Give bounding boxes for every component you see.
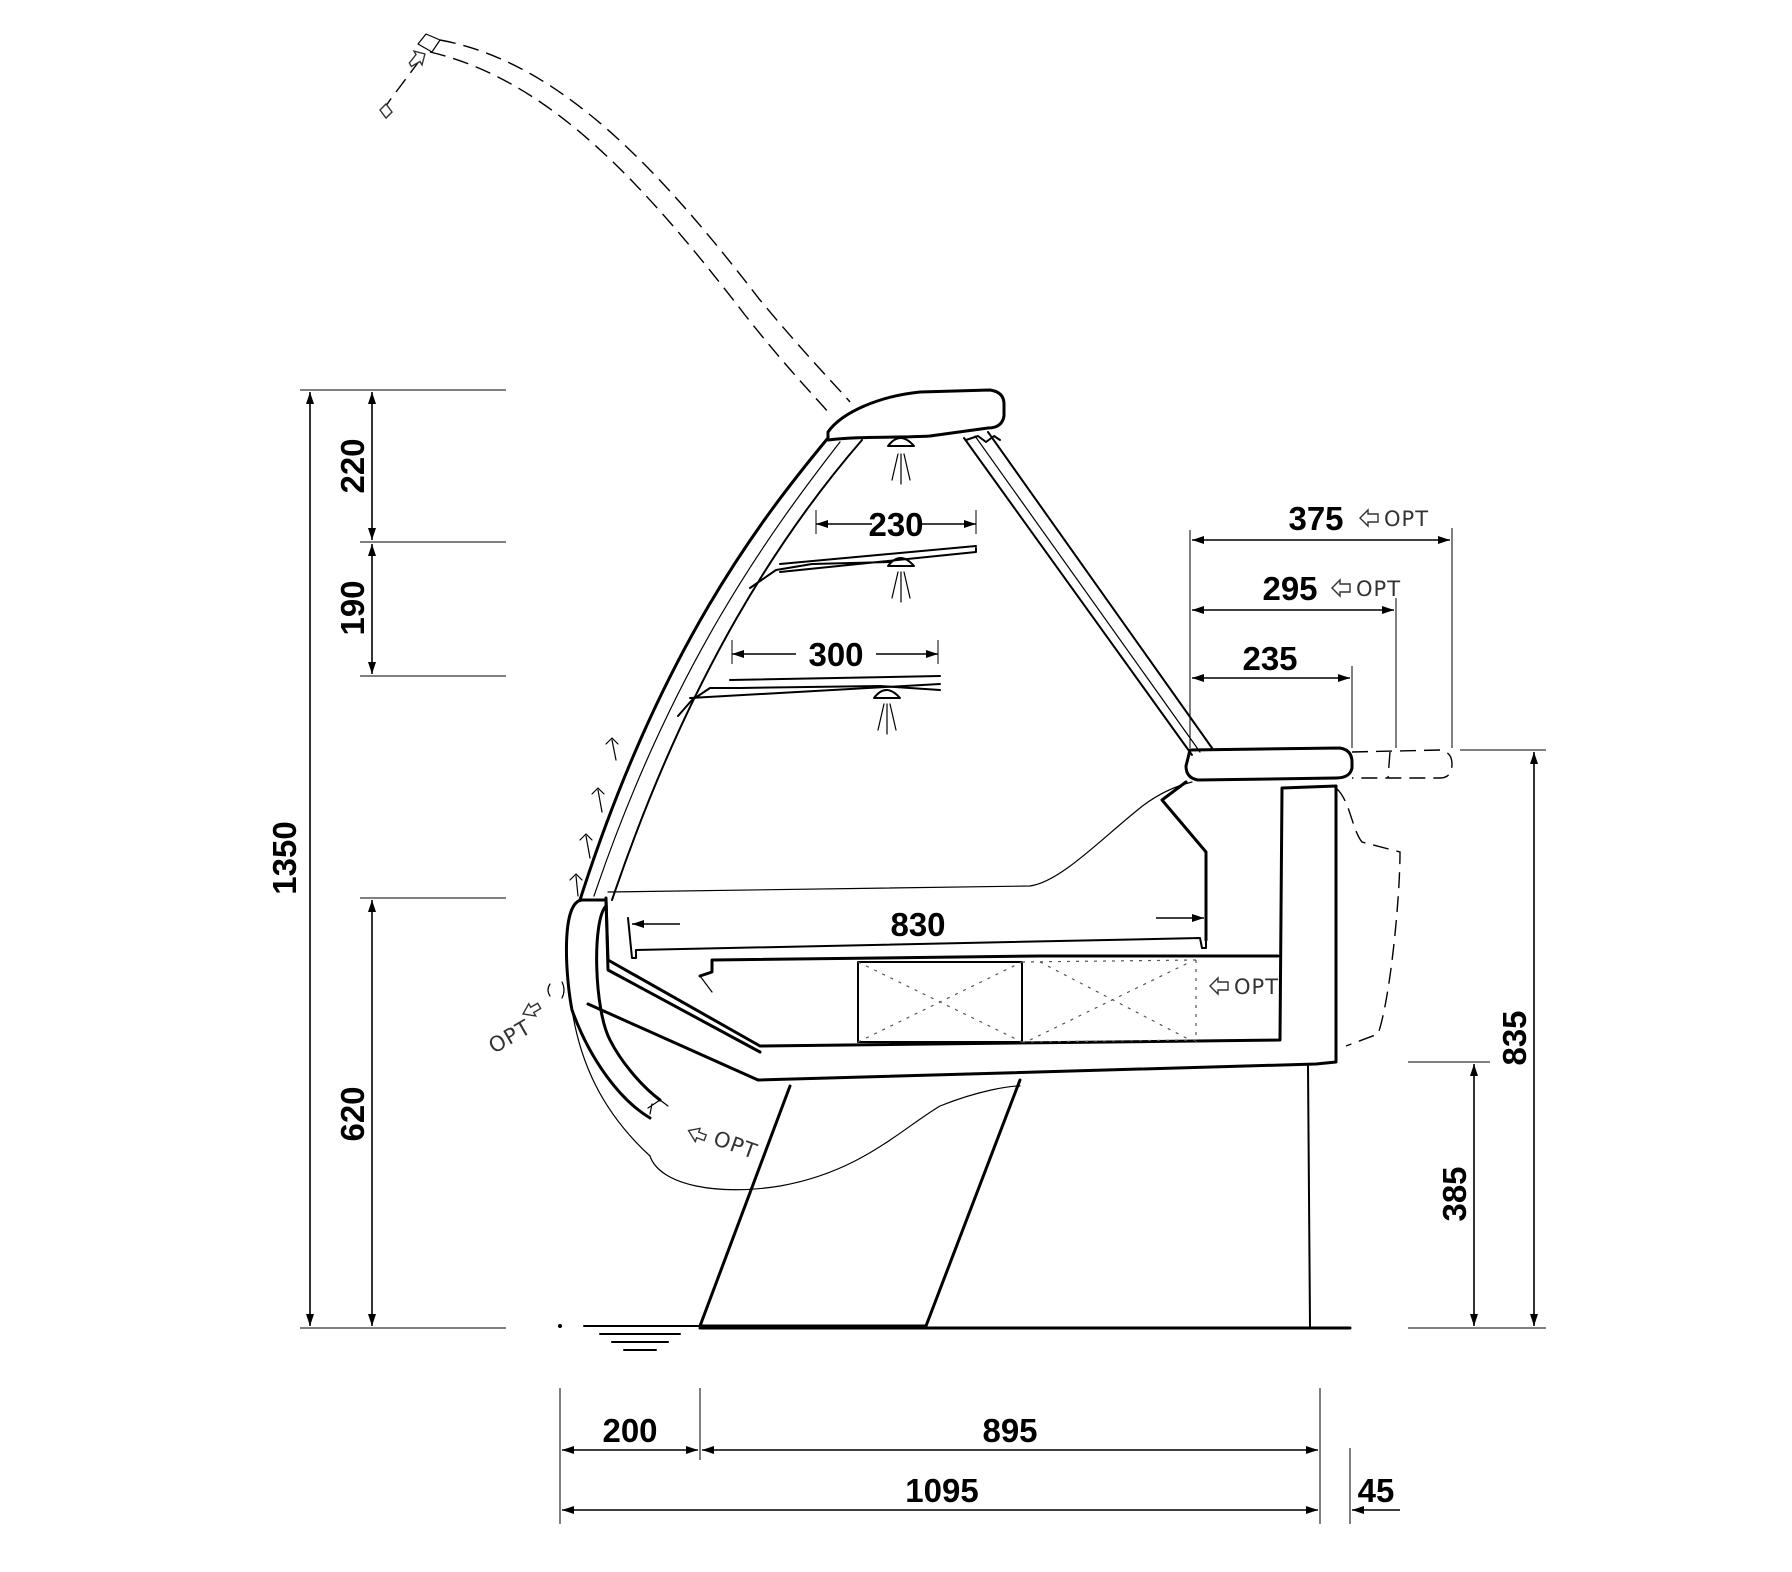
dim-deck-height: 620 [334, 1086, 371, 1141]
dim-upper-shelf-depth: 230 [868, 506, 923, 543]
floor-dot [558, 1324, 562, 1328]
rear-glass-clip [965, 435, 1001, 443]
lamp-icon [547, 981, 565, 999]
cabinet-body [558, 388, 1453, 1351]
base-cover-curve [649, 1085, 1021, 1191]
opt-label-rear-unit: OPT [1234, 975, 1279, 999]
opt-label-front-bottom: OPT [710, 1126, 761, 1164]
work-top [1184, 746, 1354, 782]
dim-rear-offset: 45 [1358, 1472, 1395, 1509]
opt-label-295: OPT [1356, 577, 1401, 601]
dim-lower-shelf-depth: 300 [808, 636, 863, 673]
opt-label-front-lamp: OPT [485, 1015, 536, 1058]
lower-shelf [677, 675, 941, 717]
opt-375: OPT [1359, 507, 1429, 531]
dim-base-height: 385 [1436, 1166, 1473, 1221]
dim-work-top-295: 295 [1262, 570, 1317, 607]
well-bottom [699, 975, 713, 993]
canopy [826, 388, 1006, 442]
rear-glass-inner [987, 431, 1213, 749]
dim-canopy-height: 220 [334, 438, 371, 493]
front-bumper-inner [595, 904, 662, 1102]
evaporator-cross [857, 961, 1023, 1043]
rear-glass-outer [963, 437, 1193, 756]
dim-deck-depth: 830 [890, 906, 945, 943]
dim-total-height: 1350 [266, 821, 303, 894]
upper-shelf [749, 545, 977, 589]
opt-rear-unit: OPT [1209, 975, 1279, 999]
canopy-lamp-icon [887, 437, 915, 485]
glass-slide-arrow-heads [569, 737, 619, 881]
opt-label-375: OPT [1384, 507, 1429, 531]
dim-work-top-height: 835 [1496, 1010, 1533, 1065]
optional-unit-lines [1021, 959, 1197, 1043]
deck-shelf [627, 917, 1207, 959]
dim-work-top-375: 375 [1288, 500, 1343, 537]
upper-shelf-lamp-icon [887, 557, 915, 603]
dim-shelf-spacing: 190 [334, 580, 371, 635]
rear-panel-opt [1335, 787, 1401, 1047]
dimension-labels: 1350 220 190 620 835 385 230 300 830 375… [266, 438, 1533, 1509]
open-glass-arc [377, 33, 851, 413]
front-glass-mid [593, 441, 841, 897]
front-riser [578, 784, 1338, 1082]
tub-inner-profile [604, 896, 762, 1054]
dim-total-depth: 1095 [905, 1472, 978, 1509]
opt-front-bottom: OPT [647, 1099, 761, 1164]
evaporator-box [857, 961, 1023, 1043]
opt-arrow-icon [1209, 976, 1229, 996]
rear-riser [1160, 780, 1208, 942]
bottom-lamp-icon [647, 1099, 669, 1115]
front-opt-curve [571, 1009, 651, 1157]
rear-glass-mid [974, 435, 1201, 753]
lower-shelf-lamp-icon [873, 689, 901, 735]
opt-arrow-icon [521, 1002, 542, 1017]
front-glass-outer [578, 436, 830, 902]
opt-295: OPT [1331, 577, 1401, 601]
base-rear [1307, 1065, 1311, 1327]
dimension-lines [300, 389, 1546, 1524]
base-stand [698, 1078, 1022, 1328]
dim-front-overhang: 200 [602, 1412, 657, 1449]
floor-symbol [583, 1325, 701, 1351]
glass-slide-arrows [575, 739, 617, 897]
opt-arrow-icon [687, 1127, 708, 1144]
dim-work-top-235: 235 [1242, 640, 1297, 677]
opt-front-lamp: OPT [485, 981, 565, 1058]
opt-arrow-icon [1359, 508, 1379, 528]
dim-base-depth: 895 [982, 1412, 1037, 1449]
product-well [698, 954, 1280, 978]
front-glass-inner [611, 439, 863, 901]
opt-arrow-icon [1331, 578, 1351, 598]
work-top-extension [1351, 749, 1453, 779]
interior-air-curtain [607, 781, 1193, 893]
